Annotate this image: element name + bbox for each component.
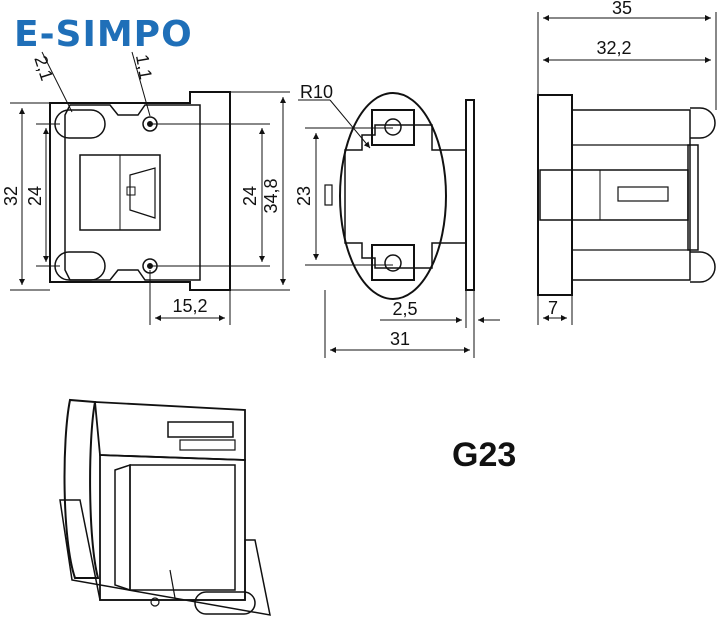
- side-view-dimensions: [298, 99, 500, 358]
- brand-logo: E-SIMPO: [14, 14, 193, 55]
- dim-r10: R10: [300, 82, 333, 102]
- product-label: G23: [452, 436, 517, 474]
- dim-15-2: 15,2: [172, 296, 207, 316]
- side-view: [324, 92, 475, 300]
- dim-2-1: 2,1: [30, 53, 57, 83]
- dim-24-right: 24: [240, 186, 260, 206]
- dim-32-2: 32,2: [596, 38, 631, 58]
- dim-1-1: 1,1: [132, 53, 156, 81]
- dim-34-8: 34,8: [261, 178, 281, 213]
- pin-slot-top: [54, 109, 106, 139]
- front-view-dimensions: [10, 51, 290, 325]
- dimension-labels: 32 24 24 34,8 23 2,1 1,1 15,2 R10 2,5 31…: [1, 0, 632, 349]
- dim-23: 23: [294, 186, 314, 206]
- dim-7: 7: [548, 298, 558, 318]
- dim-32: 32: [1, 186, 21, 206]
- pin-slot-bottom: [54, 251, 106, 281]
- dim-24-left: 24: [25, 186, 45, 206]
- isometric-view: [59, 398, 271, 616]
- top-view: [537, 94, 716, 296]
- top-view-dimensions: [537, 12, 717, 325]
- dim-31: 31: [390, 329, 410, 349]
- dim-2-5: 2,5: [392, 299, 417, 319]
- dim-35: 35: [612, 0, 632, 18]
- front-view: [49, 91, 231, 291]
